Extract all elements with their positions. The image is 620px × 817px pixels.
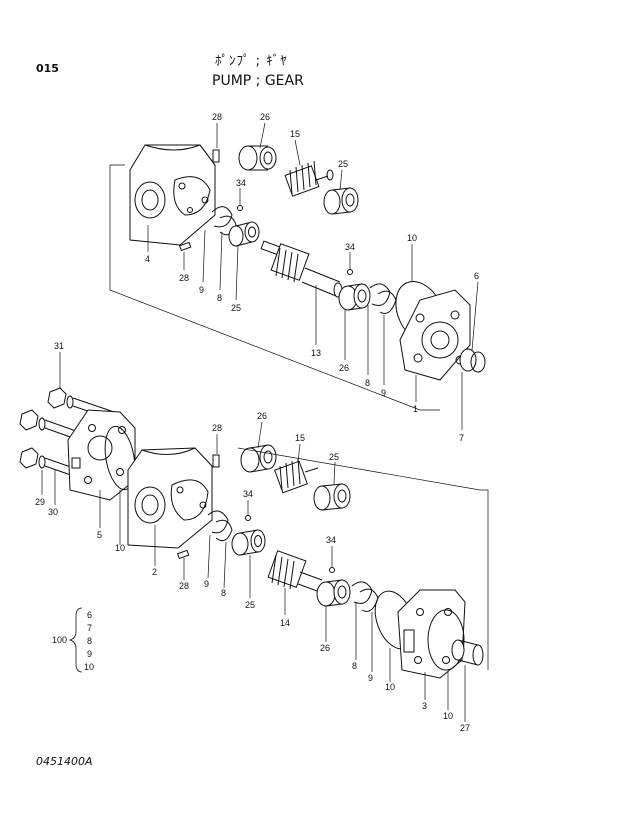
callout-lower: 14	[280, 618, 290, 628]
pin-28-a	[212, 149, 220, 163]
callout-upper: 26	[260, 112, 270, 122]
callout-lower: 26	[257, 411, 267, 421]
ball-34-lower-a	[245, 515, 251, 521]
bushing-26-lower-b	[316, 579, 351, 607]
lower-assembly-frame	[237, 447, 489, 670]
callout-upper: 15	[290, 129, 300, 139]
bushing-26-lower	[240, 444, 277, 473]
callout-upper: 6	[474, 271, 479, 281]
bushing-25-upper-b	[228, 221, 260, 247]
callout-lower: 10	[443, 711, 453, 721]
title-english: PUMP ; GEAR	[212, 73, 304, 89]
pin-28-c	[212, 454, 220, 468]
callout-upper: 4	[145, 254, 150, 264]
pin-28-d	[176, 549, 190, 560]
callout-upper: 34	[345, 242, 355, 252]
callout-lower: 28	[179, 581, 189, 591]
callout-lower: 34	[243, 489, 253, 499]
kit-item: 9	[87, 649, 92, 659]
bushing-26-upper	[238, 145, 277, 171]
pin-28-b	[178, 241, 192, 252]
oil-seal-6	[459, 348, 477, 372]
callout-upper: 25	[231, 303, 241, 313]
bushing-25-upper	[323, 187, 359, 215]
seal-ring-8-lower-right	[351, 581, 373, 604]
rear-cover-5	[67, 409, 136, 501]
callout-lower: 2	[152, 567, 157, 577]
callout-lower: 10	[385, 682, 395, 692]
kit-label: 100	[52, 635, 67, 645]
bushing-26-upper-b	[338, 283, 371, 311]
bushing-25-lower-b	[231, 529, 266, 556]
callout-lower: 25	[329, 452, 339, 462]
callout-upper: 9	[199, 285, 204, 295]
ball-34-upper-b	[347, 269, 353, 275]
callout-lower: 28	[212, 423, 222, 433]
gear-15-lower	[274, 458, 319, 494]
o-ring-10-front	[427, 609, 465, 671]
seal-ring-9-upper	[211, 206, 233, 228]
ball-34-lower-b	[329, 567, 335, 573]
callout-lower: 9	[368, 673, 373, 683]
o-ring-10-lower-left	[104, 425, 136, 491]
callout-upper: 28	[179, 273, 189, 283]
kit-callouts: 100 6 7 8 9 10	[52, 610, 94, 672]
callout-upper: 8	[217, 293, 222, 303]
callout-upper: 13	[311, 348, 321, 358]
callout-lower: 31	[54, 341, 64, 351]
callout-lower: 10	[115, 543, 125, 553]
kit-item: 10	[84, 662, 94, 672]
bushing-25-lower	[313, 483, 351, 511]
callout-upper: 7	[459, 433, 464, 443]
callout-upper: 8	[365, 378, 370, 388]
callout-lower: 26	[320, 643, 330, 653]
kit-item: 6	[87, 610, 92, 620]
kit-brace	[68, 607, 83, 673]
callout-lower: 30	[48, 507, 58, 517]
callout-upper: 25	[338, 159, 348, 169]
kit-item: 8	[87, 636, 92, 646]
seal-ring-8-lower	[215, 519, 233, 542]
page-number: 015	[36, 62, 59, 75]
front-cover-3	[397, 589, 466, 679]
drawing-number: 0451400A	[36, 755, 93, 768]
gear-15-upper	[284, 160, 334, 197]
drive-gear-14	[267, 550, 323, 593]
shaft-27	[451, 639, 484, 666]
seal-ring-9-lower	[207, 510, 229, 534]
callout-lower: 8	[352, 661, 357, 671]
callout-upper: 9	[381, 388, 386, 398]
upper-pump-body	[129, 144, 216, 246]
drive-shaft-13	[260, 240, 343, 298]
lower-leader-lines	[41, 352, 466, 722]
lower-pump-body	[127, 447, 213, 549]
callout-lower: 29	[35, 497, 45, 507]
upper-callouts: 28 26 15 34 25 28 4 9 8 25 34 10 6 13 26…	[145, 112, 479, 443]
callout-lower: 25	[245, 600, 255, 610]
callout-lower: 27	[460, 723, 470, 733]
callout-lower: 5	[97, 530, 102, 540]
callout-lower: 9	[204, 579, 209, 589]
callout-upper: 26	[339, 363, 349, 373]
upper-leader-lines	[147, 122, 479, 430]
callout-upper: 34	[236, 178, 246, 188]
callout-lower: 8	[221, 588, 226, 598]
seal-ring-9-right	[377, 290, 397, 314]
callout-upper: 1	[413, 404, 418, 414]
seal-ring-8-right	[369, 283, 391, 306]
title-japanese: ﾎﾟﾝﾌﾟ ; ｷﾞﾔ	[215, 54, 288, 69]
callout-upper: 28	[212, 112, 222, 122]
callout-lower: 15	[295, 433, 305, 443]
kit-item: 7	[87, 623, 92, 633]
ball-34-upper-a	[237, 205, 243, 211]
seal-ring-8-upper	[219, 215, 237, 236]
lower-callouts: 31 28 26 15 25 34 34 29 30 5 10 2 9 28 8…	[35, 341, 470, 733]
snap-ring-7	[470, 351, 486, 373]
upper-assembly-frame	[109, 164, 440, 411]
callout-lower: 3	[422, 701, 427, 711]
front-cover-1	[399, 289, 471, 381]
callout-lower: 34	[326, 535, 336, 545]
callout-upper: 10	[407, 233, 417, 243]
